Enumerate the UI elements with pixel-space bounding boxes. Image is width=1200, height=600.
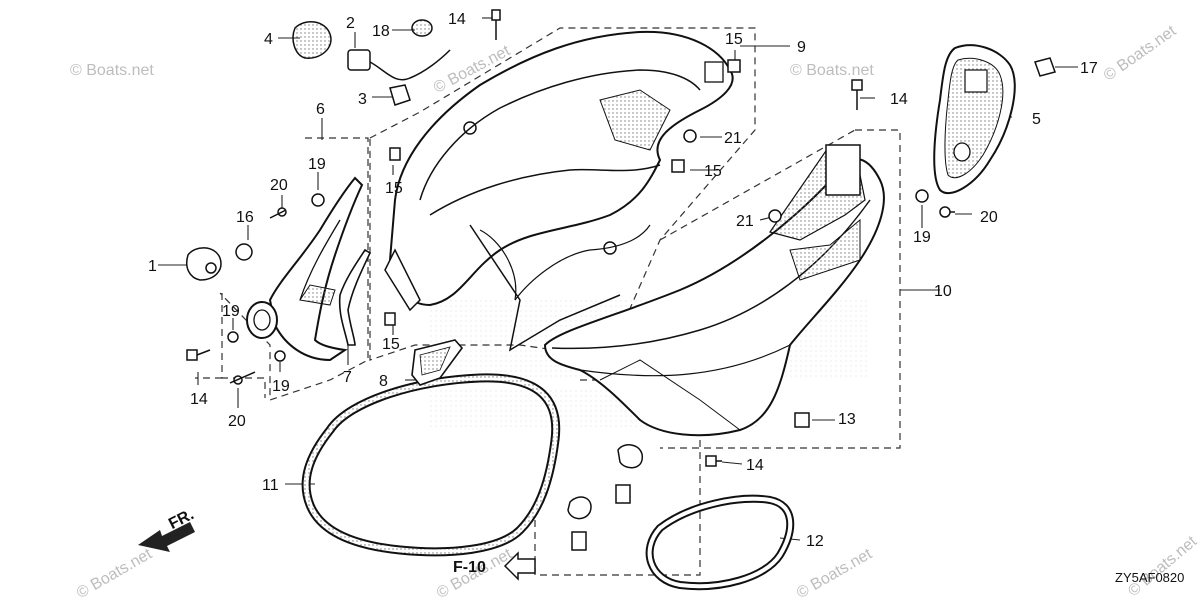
callout-20-upper: 20 — [270, 177, 288, 194]
callout-10: 10 — [934, 283, 952, 300]
part-5-plate — [933, 44, 1016, 195]
fasteners — [186, 9, 1056, 551]
watermark-text: © Boats.net — [1125, 533, 1200, 600]
part-11-seal — [301, 373, 561, 557]
callout-21-upper: 21 — [724, 130, 742, 147]
part-10-cover-case — [543, 144, 885, 437]
callout-13: 13 — [838, 411, 856, 428]
callout-20-right: 20 — [980, 209, 998, 226]
callout-15-low: 15 — [382, 336, 400, 353]
callout-14-left: 14 — [190, 391, 208, 408]
callout-4: 4 — [264, 31, 273, 48]
callout-15-top: 15 — [725, 31, 743, 48]
callout-18: 18 — [372, 23, 390, 40]
callout-15-mid: 15 — [385, 180, 403, 197]
callout-17: 17 — [1080, 60, 1098, 77]
watermark-text: © Boats.net — [70, 62, 154, 79]
callout-14-bottom: 14 — [746, 457, 764, 474]
callout-7: 7 — [343, 369, 352, 386]
part-8-bracket — [411, 339, 464, 386]
callout-6: 6 — [316, 101, 325, 118]
callout-16: 16 — [236, 209, 254, 226]
diagram-code: ZY5AF0820 — [1115, 570, 1184, 585]
callout-8: 8 — [379, 373, 388, 390]
callout-15-right: 15 — [704, 163, 722, 180]
dashed-guides — [195, 27, 901, 576]
watermark-text: © Boats.net — [74, 545, 156, 600]
callout-11: 11 — [262, 477, 279, 494]
callout-19-upper: 19 — [308, 156, 326, 173]
front-direction-indicator: FR. — [138, 506, 197, 552]
callout-19-left: 19 — [222, 303, 240, 320]
callout-12: 12 — [806, 533, 824, 550]
callout-19-right: 19 — [913, 229, 931, 246]
reference-label: F-10 — [453, 559, 486, 576]
callouts: 1 2 3 4 5 6 7 8 9 10 11 12 13 14 14 14 1… — [148, 11, 1098, 550]
callout-3: 3 — [358, 91, 367, 108]
callout-21-lower: 21 — [736, 213, 754, 230]
callout-2: 2 — [346, 15, 355, 32]
callout-19-lower: 19 — [272, 378, 290, 395]
callout-9: 9 — [797, 39, 806, 56]
part-6-bracket — [246, 176, 372, 362]
callout-14-top: 14 — [448, 11, 466, 28]
watermark-text: © Boats.net — [790, 62, 874, 79]
watermark-text: © Boats.net — [1101, 22, 1180, 84]
callout-20-lower: 20 — [228, 413, 246, 430]
part-9-frame — [384, 30, 734, 352]
reference-f10: F-10 — [453, 551, 536, 581]
part-12-seal — [645, 494, 795, 591]
callout-14-right: 14 — [890, 91, 908, 108]
watermark-text: © Boats.net — [794, 545, 876, 600]
callout-1: 1 — [148, 258, 157, 275]
callout-5: 5 — [1032, 111, 1041, 128]
